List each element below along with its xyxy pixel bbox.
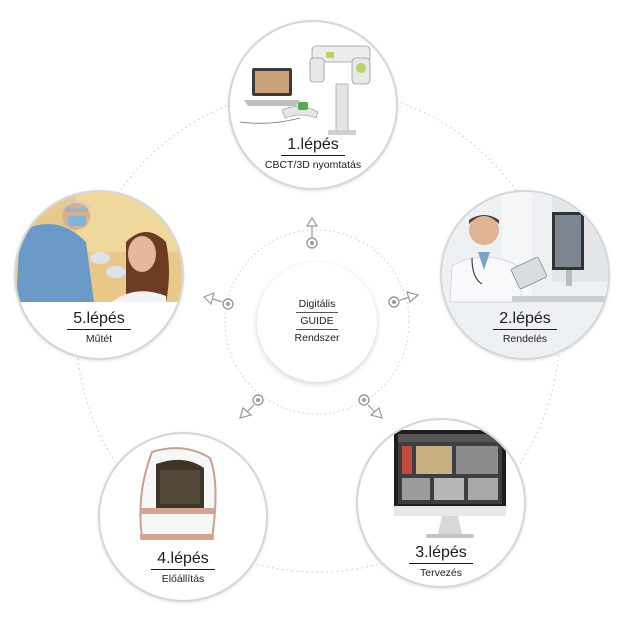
step-2-card: 2.lépés Rendelés bbox=[440, 190, 610, 360]
step-4-label: 4.lépés Előállítás bbox=[100, 550, 266, 586]
step-2-subtitle: Rendelés bbox=[502, 333, 548, 345]
step-1-subtitle: CBCT/3D nyomtatás bbox=[264, 159, 362, 171]
planning-monitor-illustration bbox=[394, 430, 506, 538]
step-4-subtitle: Előállítás bbox=[161, 573, 205, 585]
step-5-label: 5.lépés Műtét bbox=[16, 310, 182, 346]
arrow-to-step-4 bbox=[239, 394, 264, 419]
step-3-card: 3.lépés Tervezés bbox=[356, 418, 526, 588]
step-5-subtitle: Műtét bbox=[85, 333, 113, 345]
dentist-patient-illustration bbox=[16, 192, 182, 302]
step-1-label: 1.lépés CBCT/3D nyomtatás bbox=[230, 136, 396, 172]
inner-dotted-ring bbox=[224, 229, 410, 415]
doctor-illustration bbox=[442, 192, 608, 358]
step-4-card: 4.lépés Előállítás bbox=[98, 432, 268, 602]
arrow-to-step-5 bbox=[202, 291, 234, 310]
center-line-1: Digitális bbox=[298, 298, 336, 310]
step-4-title: 4.lépés bbox=[151, 550, 215, 570]
step-2-label: 2.lépés Rendelés bbox=[442, 310, 608, 346]
cbct-scanner-illustration bbox=[239, 45, 371, 135]
step-1-card: 1.lépés CBCT/3D nyomtatás bbox=[228, 20, 398, 190]
arrow-to-step-3 bbox=[358, 394, 383, 419]
step-3-subtitle: Tervezés bbox=[419, 567, 462, 579]
center-label: Digitális GUIDE Rendszer bbox=[257, 296, 377, 346]
step-3-title: 3.lépés bbox=[409, 544, 473, 564]
arrow-to-step-2 bbox=[388, 291, 420, 308]
step-2-title: 2.lépés bbox=[493, 310, 557, 330]
arrow-to-step-1 bbox=[305, 216, 319, 249]
center-line-2: GUIDE bbox=[296, 312, 338, 330]
step-5-title: 5.lépés bbox=[67, 310, 131, 330]
step-1-title: 1.lépés bbox=[281, 136, 345, 156]
step-5-card: 5.lépés Műtét bbox=[14, 190, 184, 360]
center-hub: Digitális GUIDE Rendszer bbox=[257, 262, 377, 382]
step-3-label: 3.lépés Tervezés bbox=[358, 544, 524, 580]
center-line-3: Rendszer bbox=[294, 332, 340, 344]
3d-printer-illustration bbox=[139, 447, 217, 540]
